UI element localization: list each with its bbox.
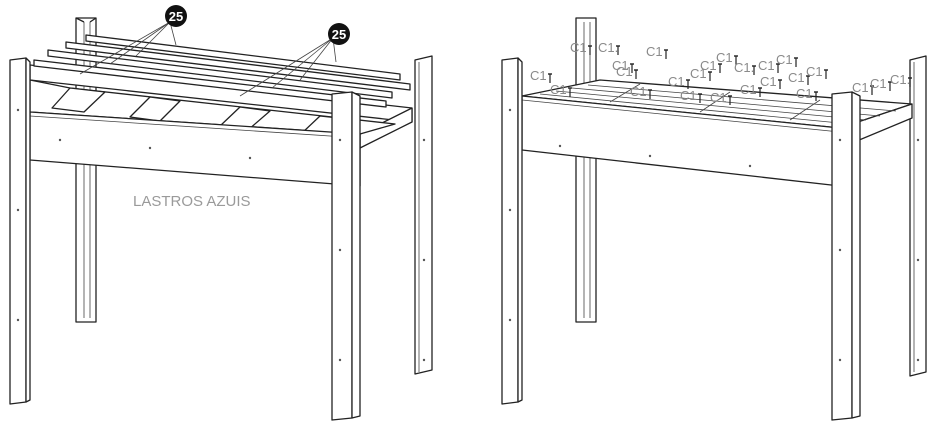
- screw-c1: C1: [852, 80, 874, 95]
- hole-dot: [916, 138, 920, 142]
- screw-label: C1: [710, 90, 727, 105]
- screw-label: C1: [668, 74, 685, 89]
- screw-c1: C1: [680, 88, 702, 103]
- screw-label: C1: [690, 66, 707, 81]
- hole-dot: [838, 138, 842, 142]
- front-left-post: [501, 57, 523, 405]
- hole-dot: [838, 248, 842, 252]
- hole-dot: [508, 318, 512, 322]
- screw-label: C1: [740, 82, 757, 97]
- bed-frame: [521, 79, 913, 187]
- rear-left-post: [75, 17, 97, 323]
- screw-label: C1: [612, 58, 629, 73]
- front-left-post: [9, 57, 31, 405]
- part-label: LASTROS AZUIS: [133, 193, 251, 210]
- screw-c1: C1: [760, 74, 782, 89]
- screw-c1: C1: [796, 86, 818, 101]
- callout-leaders-left: [79, 21, 337, 97]
- rear-right-post: [909, 55, 927, 377]
- screw-c1: C1: [710, 90, 732, 105]
- hole-dot: [338, 138, 342, 142]
- screw-label: C1: [806, 64, 823, 79]
- screw-label: C1: [550, 82, 567, 97]
- screw-label: C1: [680, 88, 697, 103]
- screw-label: C1: [646, 44, 663, 59]
- screw-c1: C1: [690, 66, 712, 81]
- hole-dot: [558, 144, 562, 148]
- screw-label: C1: [758, 58, 775, 73]
- hole-dot: [648, 154, 652, 158]
- screw-label: C1.: [890, 72, 910, 87]
- front-right-post: [331, 91, 361, 421]
- screw-label: C1: [852, 80, 869, 95]
- screw-label: C1: [716, 50, 733, 65]
- callout-badge: 25: [165, 5, 187, 27]
- screw-label: C1: [616, 64, 633, 79]
- screw-label: C1: [776, 52, 793, 67]
- screw-c1: C1.: [598, 40, 620, 55]
- screw-c1: C1: [530, 68, 552, 83]
- screw-c1: C1: [630, 84, 652, 99]
- callout-number: 25: [332, 27, 346, 42]
- hole-dot: [338, 358, 342, 362]
- hole-dot: [748, 164, 752, 168]
- screw-label: C1: [788, 70, 805, 85]
- rear-right-post: [414, 55, 433, 375]
- screw-c1: C1.: [890, 72, 912, 87]
- screw-c1: C1: [668, 74, 690, 89]
- front-right-post: [831, 91, 861, 421]
- hole-dot: [838, 358, 842, 362]
- hole-dot: [338, 248, 342, 252]
- left-assembly-step: 25 25 LASTROS AZUIS: [9, 5, 433, 421]
- callout-number: 25: [169, 9, 183, 24]
- hole-dot: [16, 208, 20, 212]
- screw-label: C1.: [734, 60, 754, 75]
- screw-label: C1: [630, 84, 647, 99]
- hole-dots: [16, 108, 920, 362]
- screw-label: C1.: [598, 40, 618, 55]
- hole-dot: [248, 156, 252, 160]
- rear-left-post: [575, 17, 597, 323]
- screw-c1: C1: [788, 70, 810, 85]
- hole-dot: [16, 318, 20, 322]
- hole-dot: [508, 208, 512, 212]
- hole-dot: [58, 138, 62, 142]
- hole-dot: [16, 108, 20, 112]
- screw-label: C1: [700, 58, 717, 73]
- screw-label: C1: [760, 74, 777, 89]
- screw-c1: C1.: [734, 60, 756, 75]
- screw-c1: C1: [700, 58, 722, 73]
- screw-c1: C1: [570, 40, 592, 55]
- callout-badge: 25: [328, 23, 350, 45]
- screw-c1: C1: [870, 76, 892, 91]
- screw-label: C1: [570, 40, 587, 55]
- hole-dot: [422, 258, 426, 262]
- hole-dot: [422, 358, 426, 362]
- screw-c1: C1: [716, 50, 738, 65]
- screw-c1: C1: [740, 82, 762, 97]
- screw-c1: C1: [550, 82, 572, 97]
- screw-label: C1: [796, 86, 813, 101]
- screw-c1: C1: [646, 44, 668, 59]
- hole-dot: [916, 258, 920, 262]
- hole-dot: [422, 138, 426, 142]
- screw-label: C1: [530, 68, 547, 83]
- bed-frame: [29, 64, 413, 187]
- screw-c1: C1: [758, 58, 780, 73]
- screw-label: C1: [870, 76, 887, 91]
- hole-dot: [916, 358, 920, 362]
- screw-c1: C1: [806, 64, 828, 79]
- screw-c1: C1: [612, 58, 634, 73]
- screw-c1: C1: [776, 52, 798, 67]
- hole-dot: [148, 146, 152, 150]
- hole-dot: [508, 108, 512, 112]
- screw-c1: C1: [616, 64, 638, 79]
- roof-slats: [33, 34, 411, 108]
